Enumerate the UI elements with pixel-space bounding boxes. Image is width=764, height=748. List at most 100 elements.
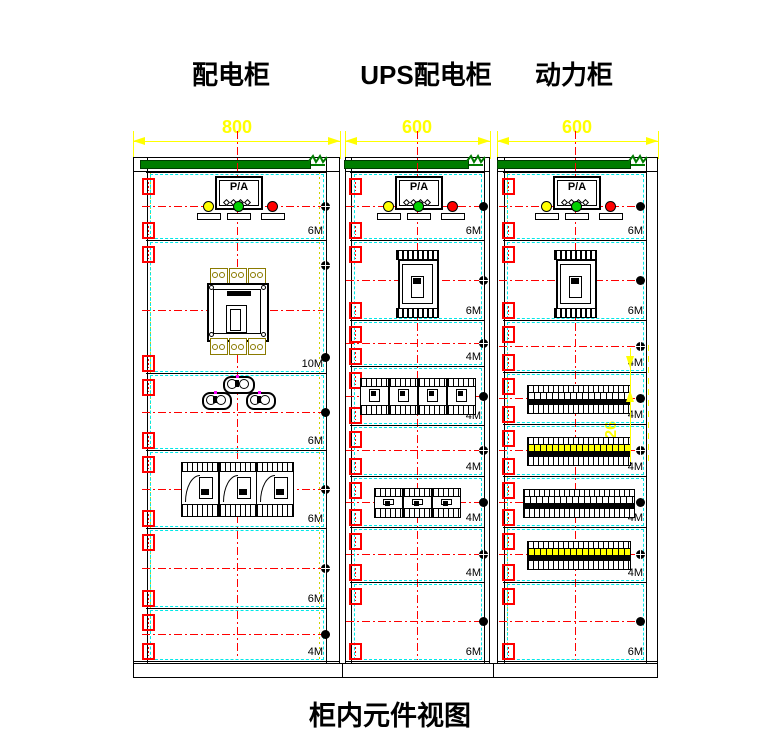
mccb-large-bar xyxy=(227,291,251,296)
breaker-toggle-mark xyxy=(238,489,247,495)
section-label: 4M xyxy=(465,567,481,579)
breaker-toggle xyxy=(236,477,251,499)
section-divider xyxy=(350,476,485,477)
cabinet-bottom-line xyxy=(133,661,340,662)
hinge-marker xyxy=(142,590,155,607)
indicator-light-green xyxy=(233,201,244,212)
hinge-marker xyxy=(349,222,362,239)
indicator-light-yellow xyxy=(541,201,552,212)
dim-arrow-right-icon xyxy=(328,137,340,145)
section-outline xyxy=(507,584,644,660)
dim-arrow-right-icon xyxy=(646,137,658,145)
component-dot xyxy=(479,550,488,559)
breaker-toggle-mark xyxy=(385,501,390,506)
mccb-terminal-screw xyxy=(238,272,244,278)
green-busbar xyxy=(497,160,631,169)
mccb-screw xyxy=(261,285,266,290)
hinge-marker xyxy=(349,458,362,475)
relay-center-mark xyxy=(235,380,239,387)
red-centerline-h xyxy=(346,554,481,555)
busbar-mark-icon xyxy=(628,153,648,167)
hinge-marker xyxy=(502,430,515,447)
component-dot xyxy=(479,392,488,401)
indicator-light-yellow xyxy=(383,201,394,212)
cabinet2-title: UPS配电柜 xyxy=(360,60,492,90)
dim-extension-line xyxy=(340,131,341,159)
section-label: 6M xyxy=(627,225,643,237)
component-dot xyxy=(321,564,330,573)
section-label: 6M xyxy=(465,646,481,658)
breaker-terminal-bottom xyxy=(432,508,461,518)
dim-arrow-left-icon xyxy=(133,137,145,145)
dim-extension-line xyxy=(658,131,659,159)
base-divider xyxy=(342,663,343,677)
hinge-marker xyxy=(349,178,362,195)
section-label: 6M xyxy=(307,513,323,525)
indicator-light-red xyxy=(447,201,458,212)
component-dot xyxy=(636,342,645,351)
breaker-toggle xyxy=(274,477,288,499)
dim-800-label: 800 xyxy=(221,117,253,137)
green-busbar xyxy=(344,160,469,169)
red-centerline-h xyxy=(499,346,643,347)
red-centerline-v xyxy=(237,131,238,660)
component-dot xyxy=(636,202,645,211)
section-divider xyxy=(503,527,647,528)
cabinet-wall xyxy=(497,157,498,663)
mccb-screw xyxy=(209,332,214,337)
busbar-mark-icon xyxy=(466,153,486,167)
indicator-light-yellow xyxy=(203,201,214,212)
red-centerline-h xyxy=(346,621,481,622)
dim-600-label-ups: 600 xyxy=(401,117,433,137)
mccb-terminal-bottom xyxy=(396,308,439,318)
mccb-terminal-screw xyxy=(219,344,225,350)
cabinet-wall xyxy=(646,157,647,663)
mccb-toggle-mark xyxy=(571,278,579,284)
breaker-terminal-bottom xyxy=(446,405,476,415)
component-dot xyxy=(321,630,330,639)
mccb-terminal-screw xyxy=(250,344,256,350)
cabinet-base xyxy=(133,663,658,678)
terminal-strip-bottom-row xyxy=(527,560,631,570)
mccb-terminal-screw xyxy=(250,272,256,278)
vertical-dim-arrow-up-icon xyxy=(626,390,634,402)
breaker-toggle-mark xyxy=(201,489,209,495)
component-dot xyxy=(321,261,330,270)
meter-label: P/A xyxy=(409,181,429,193)
mccb-large-toggle xyxy=(230,309,241,331)
cabinet-wall xyxy=(345,157,346,663)
section-label: 6M xyxy=(465,225,481,237)
terminal-strip-band xyxy=(527,555,631,560)
mccb-terminal-bottom xyxy=(554,308,597,318)
hinge-marker xyxy=(349,302,362,319)
indicator-label-plate xyxy=(565,213,589,220)
indicator-label-plate xyxy=(377,213,401,220)
cabinet-wall xyxy=(657,157,658,663)
hinge-marker xyxy=(502,178,515,195)
mccb-terminal-screw xyxy=(257,344,263,350)
indicator-label-plate xyxy=(441,213,465,220)
fold-line xyxy=(319,172,320,660)
relay-pole xyxy=(239,379,249,389)
component-dot xyxy=(321,408,330,417)
breaker-toggle-mark xyxy=(370,391,376,396)
section-divider xyxy=(503,476,647,477)
section-label: 6M xyxy=(307,225,323,237)
section-divider xyxy=(503,320,647,321)
dim-line xyxy=(497,141,658,142)
section-divider xyxy=(503,424,647,425)
indicator-label-plate xyxy=(407,213,431,220)
vertical-dim-extension xyxy=(648,345,649,465)
cabinet-wall xyxy=(489,157,490,663)
hinge-marker xyxy=(502,302,515,319)
breaker-terminal-bottom xyxy=(388,405,418,415)
section-divider xyxy=(146,373,327,374)
relay-marker-dot xyxy=(236,375,239,378)
component-dot xyxy=(636,394,645,403)
breaker-toggle-mark xyxy=(399,391,405,396)
section-label: 6M xyxy=(307,593,323,605)
mccb-toggle-mark xyxy=(413,278,421,284)
cabinet-wall xyxy=(147,157,148,663)
indicator-label-plate xyxy=(227,213,251,220)
